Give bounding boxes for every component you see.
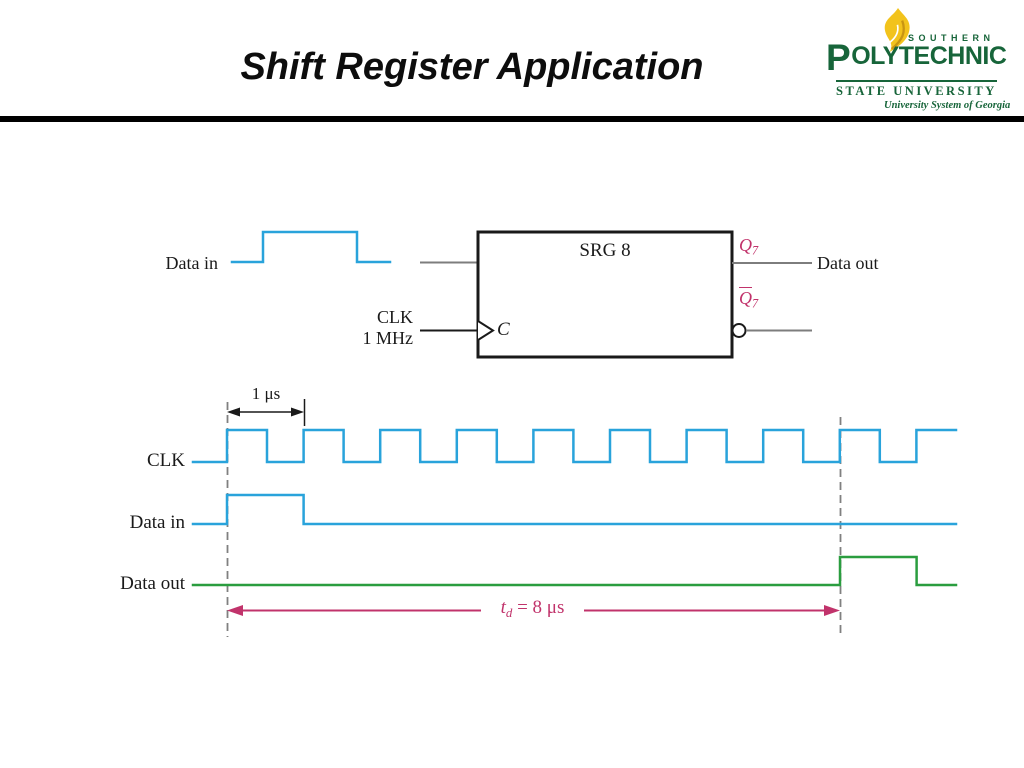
period-arrowhead-right-icon (291, 407, 304, 417)
q7-letter: Q (739, 235, 752, 255)
logo-southern-text: SOUTHERN (908, 33, 995, 43)
srg8-box (476, 230, 734, 359)
delay-time-label: td = 8 μs (465, 597, 600, 619)
title-divider (0, 116, 1024, 122)
qbar7-letter: Q (739, 287, 752, 308)
inverted-output-bubble-icon (731, 323, 747, 338)
delay-arrowhead-left-icon (227, 605, 243, 616)
block-data-out-label: Data out (817, 253, 879, 273)
delay-arrowhead-right-icon (824, 605, 840, 616)
logo-polytechnic-text: POLYTECHNIC (826, 37, 1007, 78)
clk-label-line2: 1 MHz (362, 328, 414, 348)
qbar7-subscript: 7 (752, 296, 759, 311)
block-clk-label: CLK 1 MHz (321, 307, 414, 349)
clk-label-line1: CLK (377, 307, 413, 327)
flame-icon (884, 8, 910, 52)
clock-edge-triangle-icon (477, 320, 495, 341)
timing-row-clk-label: CLK (147, 450, 185, 471)
data-in-waveform (191, 493, 958, 526)
period-arrowhead-left-icon (227, 407, 240, 417)
block-data-in-label: Data in (165, 253, 218, 273)
timing-row-data-out-label: Data out (120, 573, 185, 594)
delay-t-symbol: t (500, 597, 506, 618)
page-title: Shift Register Application (240, 46, 704, 88)
q7-output-label: Q7 (739, 235, 759, 258)
q7-subscript: 7 (752, 243, 759, 258)
clock-period-label: 1 μs (251, 384, 281, 403)
logo-tagline: University System of Georgia (884, 100, 1011, 111)
university-logo: SOUTHERN POLYTECHNIC STATE UNIVERSITY Un… (822, 6, 1018, 116)
delay-value-text: = 8 μs (512, 597, 565, 618)
clk-waveform (191, 428, 958, 464)
timing-row-data-in-label: Data in (129, 512, 185, 533)
data-in-pulse-waveform (230, 230, 392, 264)
clock-pin-label: C (497, 319, 510, 340)
qbar7-output-label: Q7 (739, 287, 759, 311)
logo-state-university-text: STATE UNIVERSITY (836, 80, 997, 99)
srg8-box-title: SRG 8 (579, 240, 631, 261)
delay-subscript: d (505, 604, 513, 620)
data-out-waveform (191, 555, 958, 587)
